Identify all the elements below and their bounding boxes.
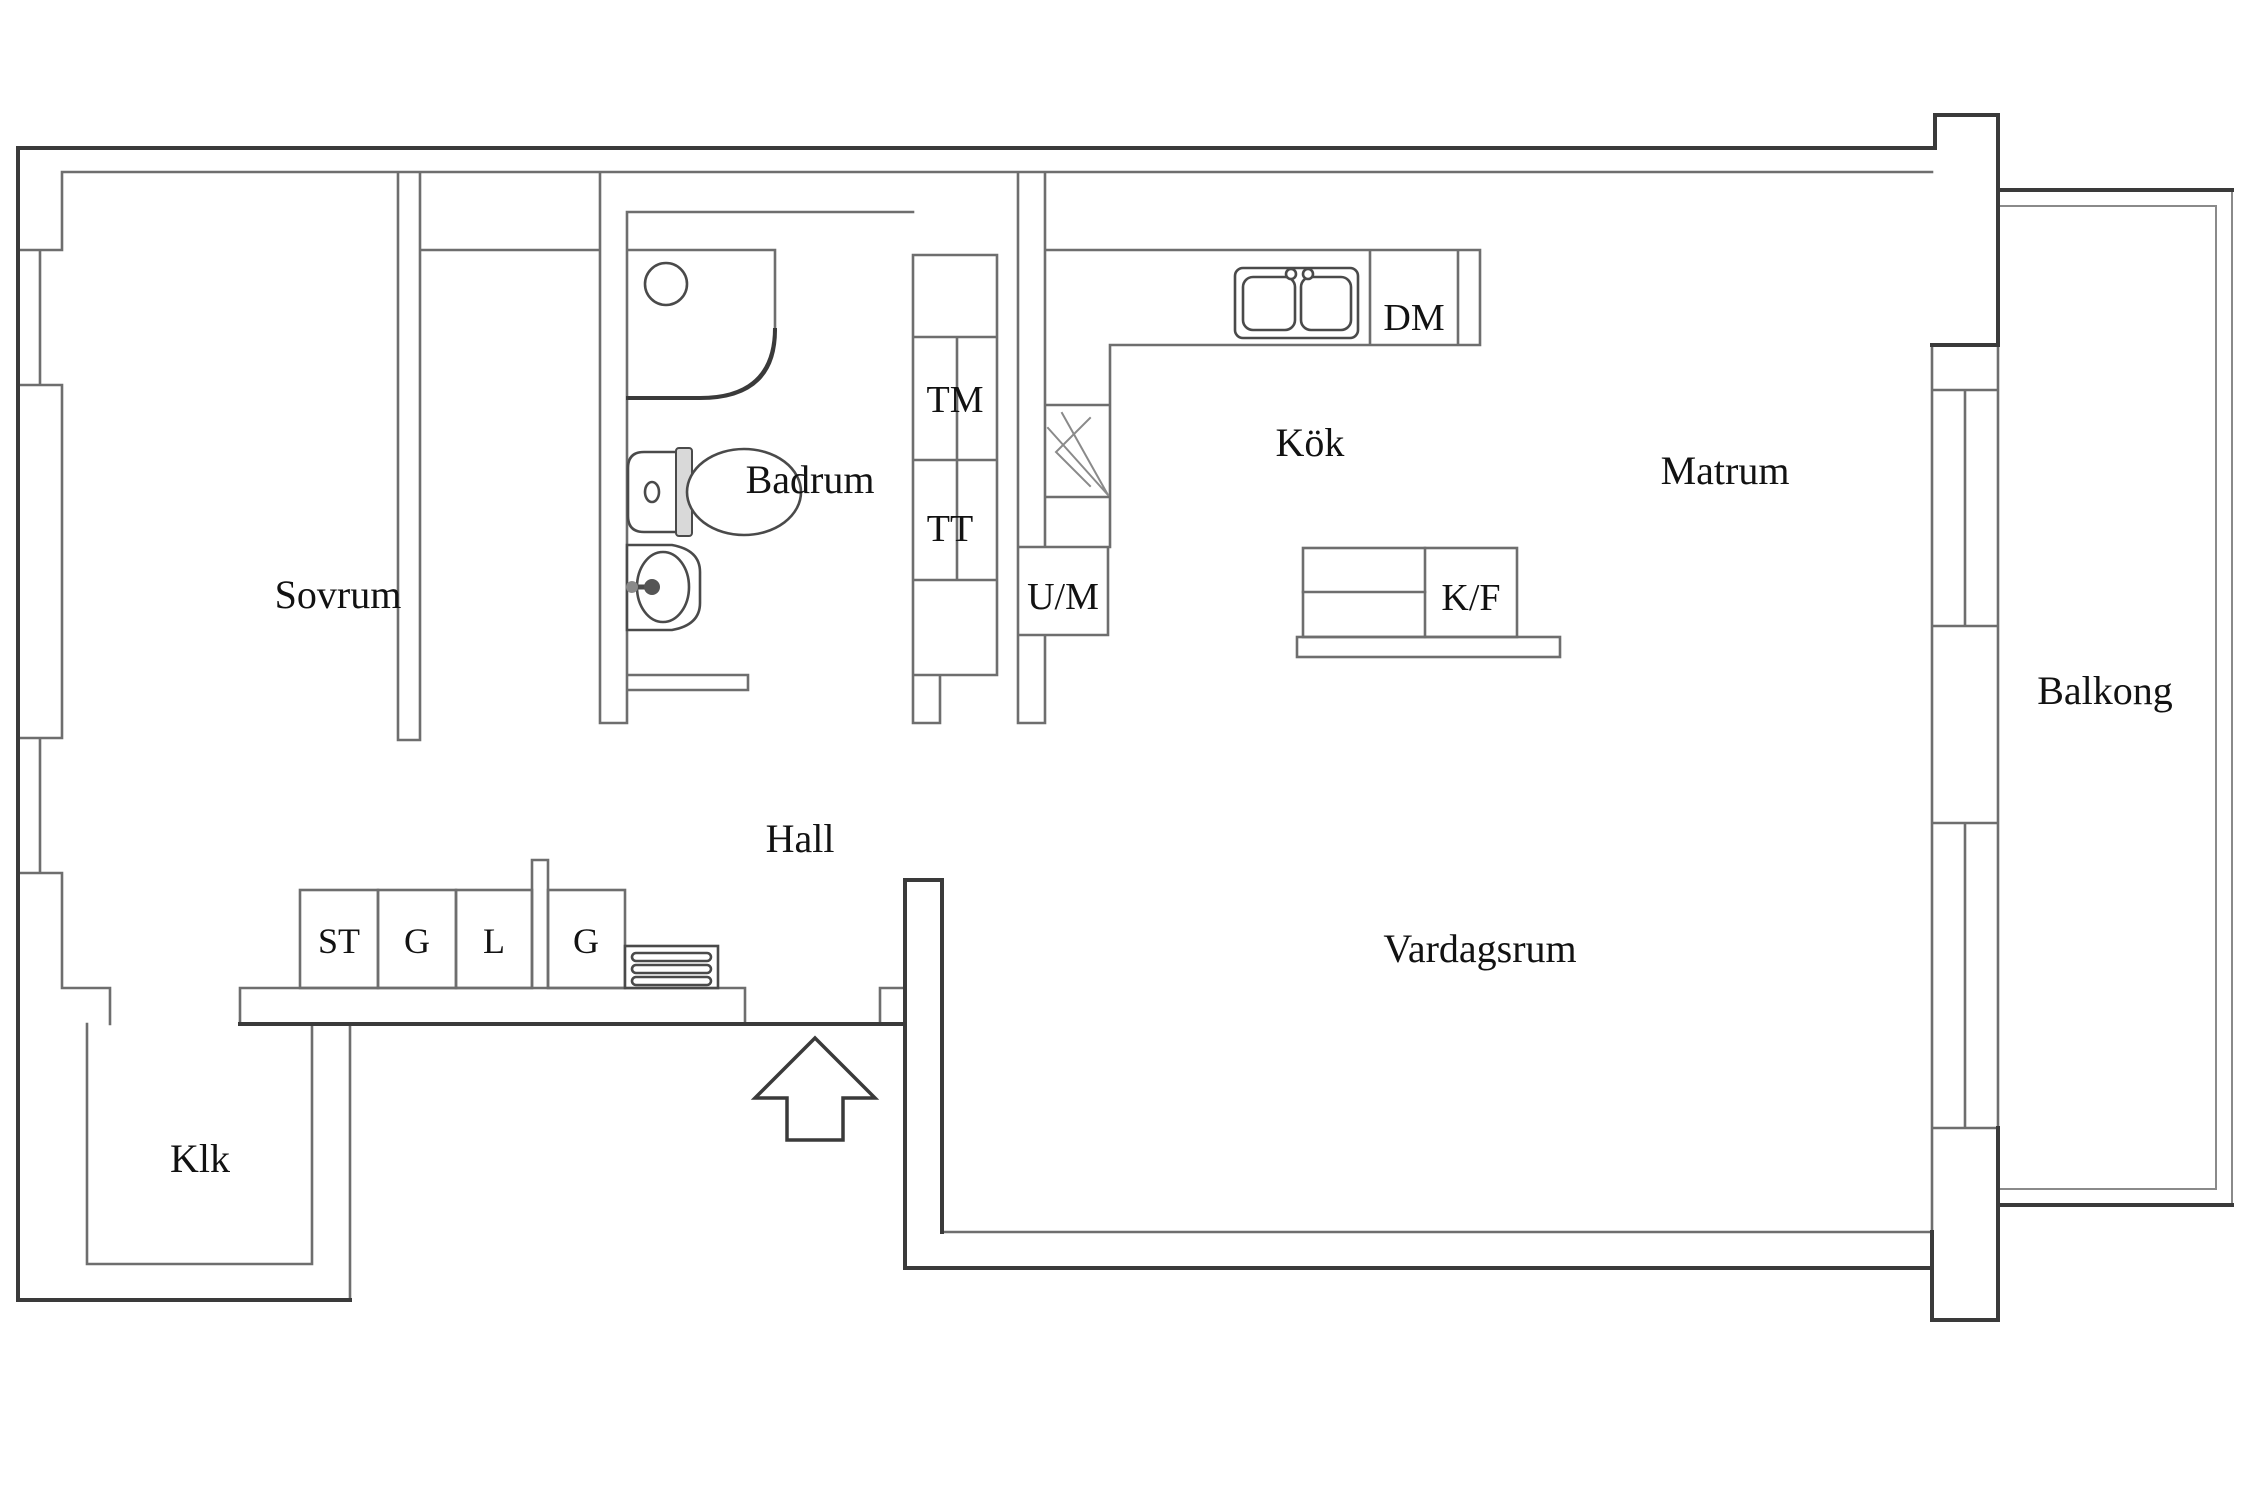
- exterior-walls: [16, 113, 2234, 1322]
- room-label-vardagsrum: Vardagsrum: [1383, 926, 1576, 971]
- washbasin-symbol: [625, 543, 702, 632]
- room-label-klk: Klk: [170, 1136, 230, 1181]
- interior-walls: [16, 170, 2000, 1302]
- room-label-kok: Kök: [1276, 420, 1345, 465]
- appliance-label-um: U/M: [1027, 576, 1099, 618]
- appliance-label-tt: TT: [927, 508, 973, 550]
- appliance-label-dm: DM: [1383, 297, 1444, 339]
- room-label-badrum: Badrum: [746, 457, 875, 502]
- corner-carousel-symbol: [1046, 411, 1110, 497]
- kitchen-sink-symbol: [1233, 266, 1360, 340]
- appliance-label-tm: TM: [927, 379, 984, 421]
- toilet-symbol: [626, 447, 803, 537]
- closet-row: [298, 888, 627, 990]
- fridge-freezer-unit: [1295, 546, 1562, 659]
- room-label-balkong: Balkong: [2037, 668, 2173, 713]
- radiator-symbol: [623, 944, 720, 990]
- balcony-railing: [1997, 189, 2233, 1206]
- closet-label-g2: G: [573, 921, 599, 961]
- room-label-hall: Hall: [766, 816, 835, 861]
- entrance-arrow-icon: [750, 1035, 880, 1142]
- closet-label-st: ST: [318, 921, 360, 961]
- appliance-label-kf: K/F: [1441, 577, 1500, 619]
- room-label-matrum: Matrum: [1661, 448, 1790, 493]
- room-label-sovrum: Sovrum: [275, 572, 402, 617]
- shower-symbol: [626, 248, 778, 400]
- closet-label-l: L: [483, 921, 505, 961]
- closet-label-g1: G: [404, 921, 430, 961]
- shower-drain-icon: [643, 261, 689, 307]
